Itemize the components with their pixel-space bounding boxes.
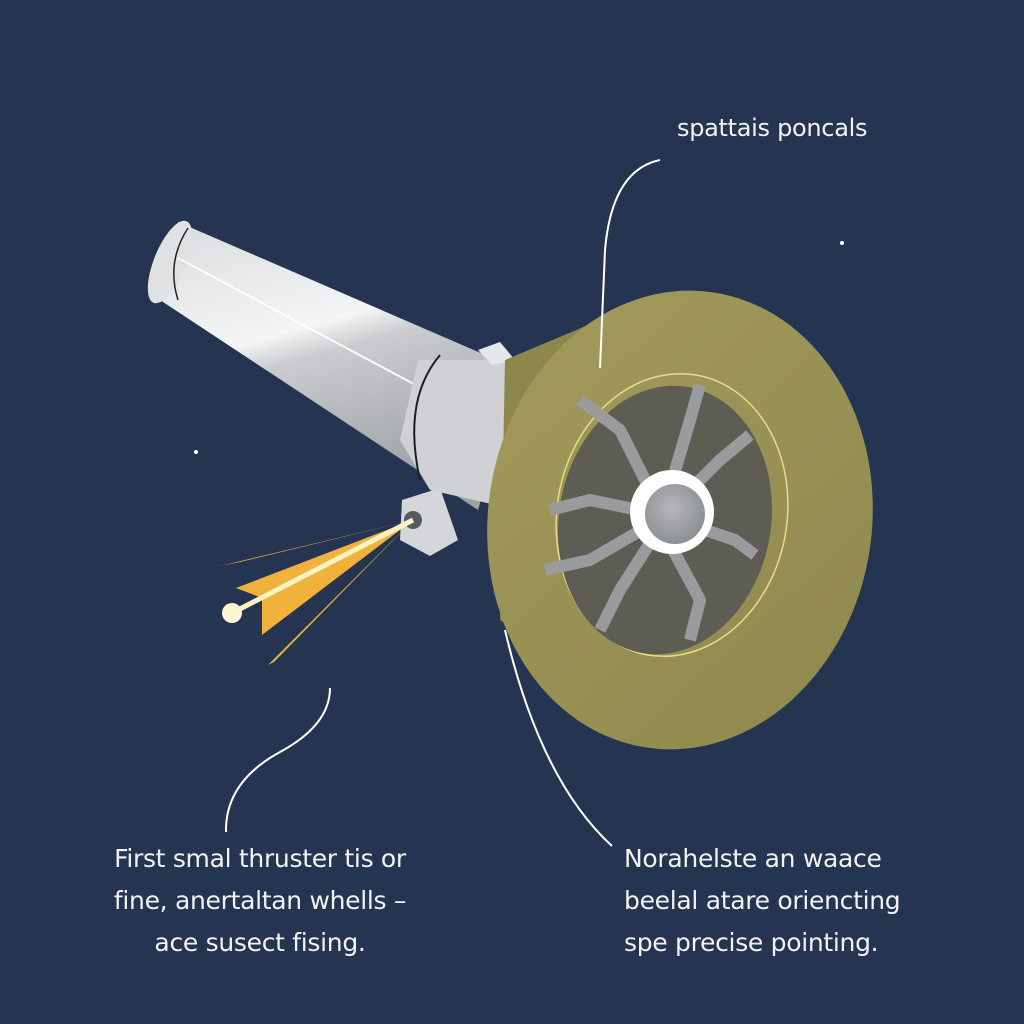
label-line: First smal thruster tis or — [114, 844, 406, 873]
stars — [194, 241, 844, 454]
reaction-wheel — [487, 290, 873, 750]
label-line: ace susect fising. — [154, 928, 366, 957]
label-line: fine, anertaltan whells – — [113, 886, 407, 915]
label-line: Norahelste an waace — [624, 844, 882, 873]
callout-lines — [224, 159, 661, 847]
label-line: spattais poncals — [677, 114, 868, 142]
thrust-plume — [220, 517, 415, 665]
label-line: spe precise pointing. — [624, 928, 879, 957]
callout-label-wheel: Norahelste an waace beelal atare orienct… — [624, 838, 901, 964]
label-line: beelal atare oriencting — [624, 886, 901, 915]
wheel-spokes — [543, 383, 759, 642]
callout-label-top: spattais poncals — [677, 108, 867, 148]
callout-label-thruster: First smal thruster tis or fine, anertal… — [100, 838, 420, 964]
